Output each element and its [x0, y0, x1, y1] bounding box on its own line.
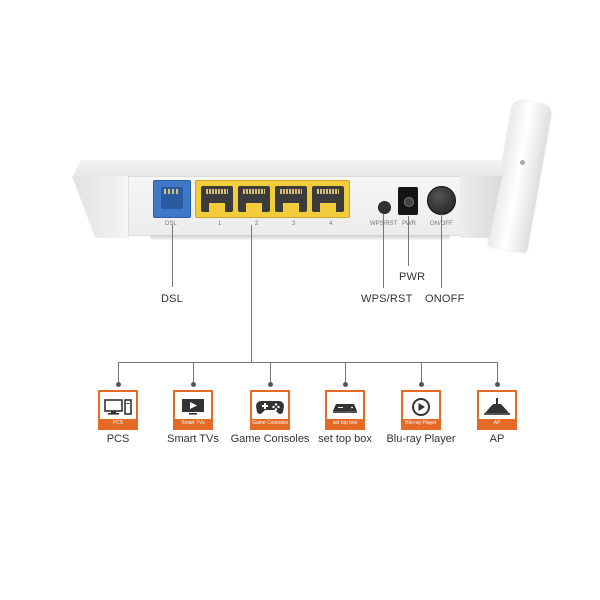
- device-blu-ray-player: Blu-ray Player: [401, 390, 441, 430]
- access-point-icon: [479, 396, 515, 418]
- lan-port-2: [238, 186, 270, 212]
- lan-port-3: [275, 186, 307, 212]
- device-label-ap: AP: [489, 433, 505, 445]
- branch-dot: [268, 382, 273, 387]
- lan-port-label-3: 3: [292, 221, 296, 227]
- wps-callout-label: WPS/RST: [361, 293, 413, 305]
- device-caption: set top box: [327, 419, 363, 428]
- tv-icon: [175, 396, 211, 418]
- lan-branch-line: [118, 362, 498, 363]
- device-label-game-consoles: Game Consoles: [230, 433, 310, 445]
- device-caption: Smart TVs: [175, 419, 211, 428]
- branch-line-blu-ray: [421, 362, 422, 384]
- branch-line-pcs: [118, 362, 119, 384]
- lan-trunk-line: [251, 225, 252, 362]
- lan-port-label-4: 4: [329, 221, 333, 227]
- lan-port-block: [195, 180, 350, 218]
- wps-reset-button: [378, 201, 391, 214]
- antenna-hinge: [520, 160, 525, 165]
- router-top: [72, 160, 502, 178]
- device-smart-tvs: Smart TVs: [173, 390, 213, 430]
- gamepad-icon: [252, 396, 288, 418]
- pwr-port-label: PWR: [402, 221, 416, 227]
- device-caption: Game Consoles: [252, 419, 288, 428]
- play-icon: [403, 396, 439, 418]
- router-base: [150, 235, 450, 240]
- lan-port-4: [312, 186, 344, 212]
- router-side-left: [72, 176, 130, 238]
- device-game-consoles: Game Consoles: [250, 390, 290, 430]
- device-pcs: PCS: [98, 390, 138, 430]
- pwr-callout-line: [408, 216, 409, 266]
- dsl-port-label: DSL: [165, 221, 177, 227]
- device-label-blu-ray-player: Blu-ray Player: [386, 433, 456, 445]
- device-label-smart-tvs: Smart TVs: [167, 433, 219, 445]
- branch-dot: [419, 382, 424, 387]
- device-set-top-box: set top box: [325, 390, 365, 430]
- device-caption: Blu-ray Player: [403, 419, 439, 428]
- pc-icon: [100, 396, 136, 418]
- branch-dot: [495, 382, 500, 387]
- device-caption: PCS: [100, 419, 136, 428]
- dsl-callout-line: [172, 225, 173, 287]
- branch-dot: [191, 382, 196, 387]
- device-ap: AP: [477, 390, 517, 430]
- power-jack: [398, 187, 418, 215]
- wps-callout-line: [383, 214, 384, 288]
- branch-line-ap: [497, 362, 498, 384]
- dsl-port: [153, 180, 191, 218]
- device-label-pcs: PCS: [106, 433, 130, 445]
- dsl-callout-label: DSL: [161, 293, 183, 305]
- pwr-callout-label: PWR: [399, 271, 426, 283]
- branch-line-smart-tvs: [193, 362, 194, 384]
- onoff-callout-line: [441, 214, 442, 288]
- power-switch: [427, 186, 456, 215]
- branch-line-game-consoles: [270, 362, 271, 384]
- device-caption: AP: [479, 419, 515, 428]
- lan-port-1: [201, 186, 233, 212]
- branch-dot: [116, 382, 121, 387]
- lan-port-label-2: 2: [255, 221, 259, 227]
- branch-line-set-top-box: [345, 362, 346, 384]
- onoff-callout-label: ONOFF: [425, 293, 465, 305]
- lan-port-label-1: 1: [218, 221, 222, 227]
- branch-dot: [343, 382, 348, 387]
- device-label-set-top-box: set top box: [318, 433, 372, 445]
- settop-box-icon: [327, 396, 363, 418]
